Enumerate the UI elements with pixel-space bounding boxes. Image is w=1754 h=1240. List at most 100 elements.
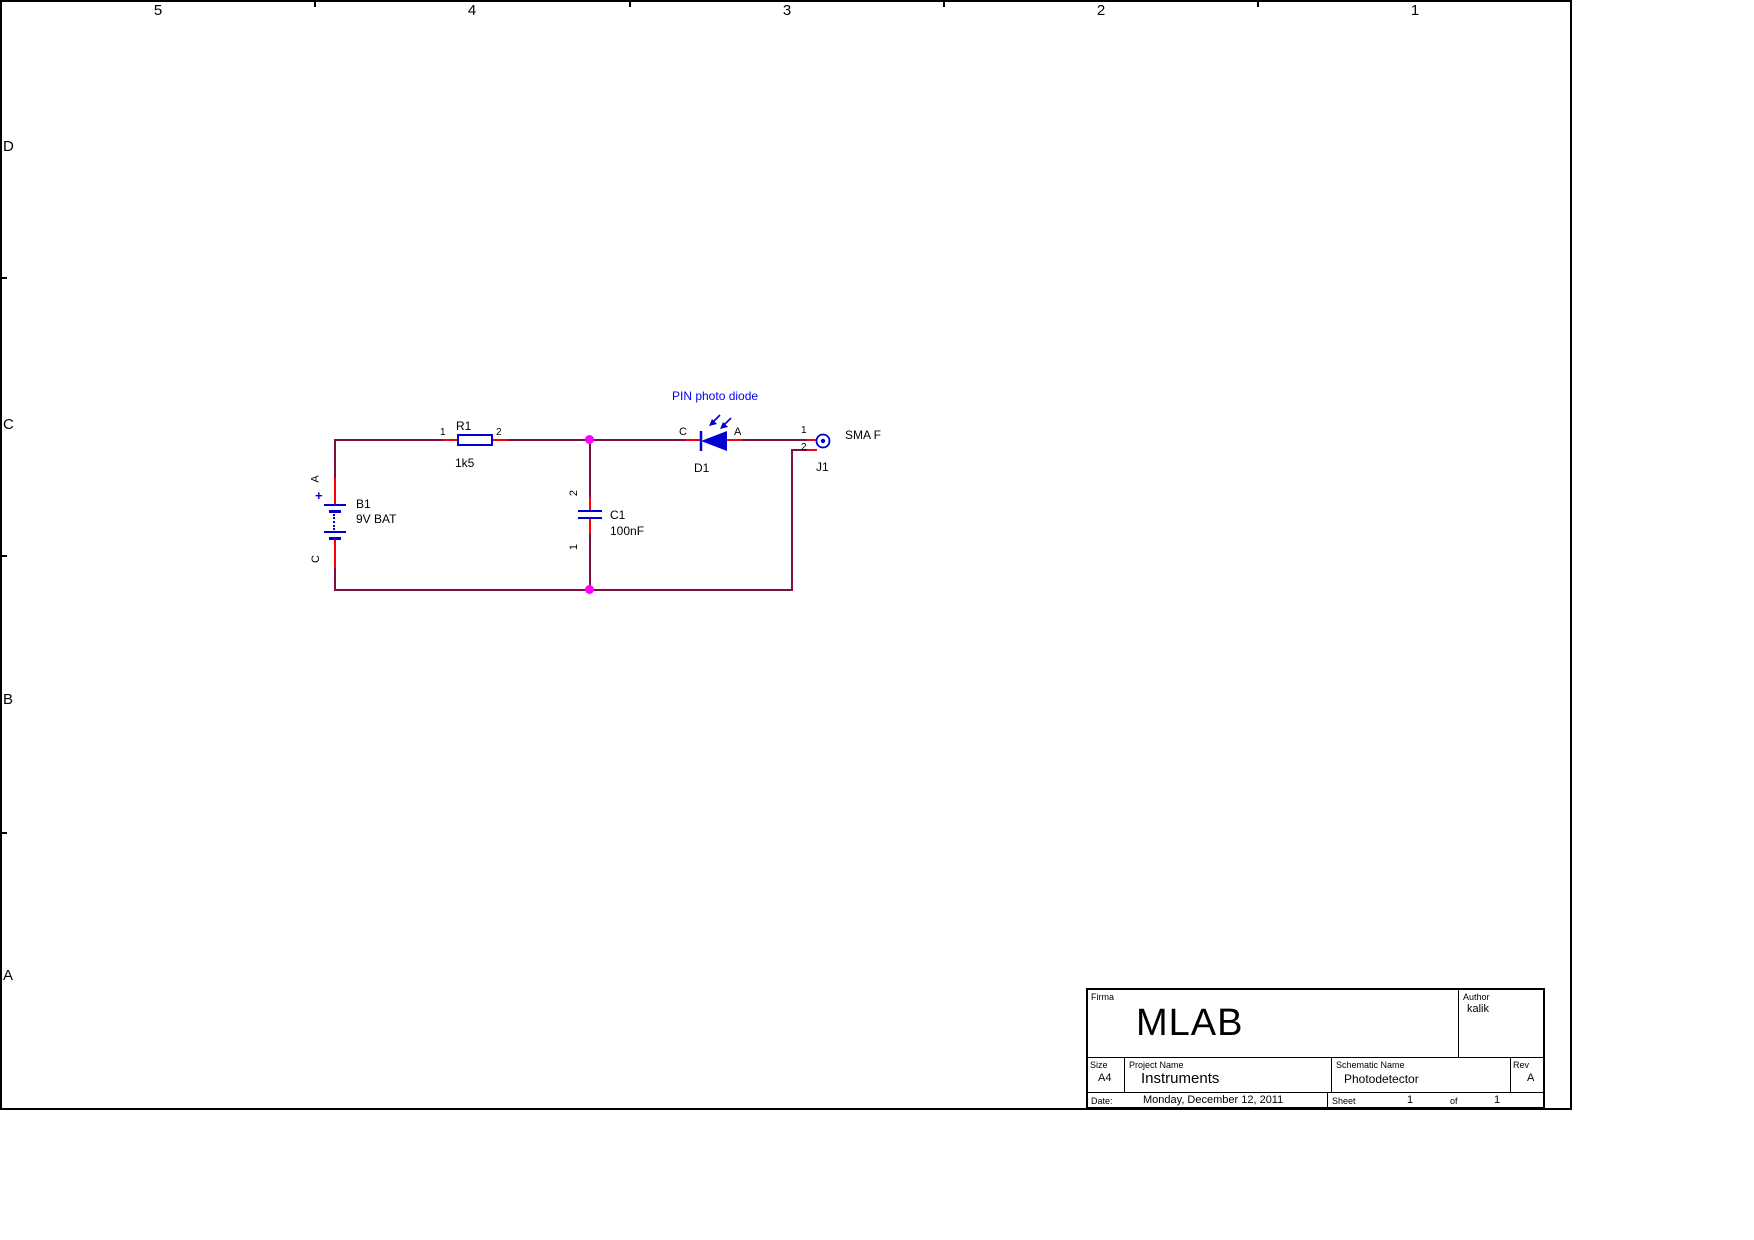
net-junction [585,435,594,444]
wire-segment [334,439,443,441]
battery-plate-long [324,531,346,533]
photodiode-symbol [699,414,732,451]
author-cell: Author kalik [1459,990,1543,1058]
firma-label: Firma [1091,992,1114,1002]
zone-row-b: B [3,691,14,708]
battery-plate-long [324,504,346,506]
capacitor-pin2-number: 2 [568,489,581,497]
zone-col-5: 5 [153,2,163,19]
resistor-pin1-number: 1 [440,427,446,438]
diode-refdes: D1 [694,461,710,475]
schematic-name-label: Schematic Name [1336,1060,1405,1070]
size-cell: Size A4 [1088,1058,1125,1093]
wire-segment [589,534,591,590]
zone-tick [0,832,7,834]
pin-segment [589,497,591,511]
rev-cell: Rev A [1511,1058,1543,1093]
schematic-name-cell: Schematic Name Photodetector [1332,1058,1511,1093]
sheet-label: Sheet [1332,1096,1356,1106]
project-name: Instruments [1141,1070,1220,1087]
zone-col-1: 1 [1410,2,1420,19]
diode-cathode-label: C [679,426,687,438]
battery-pin-c-label: C [309,555,322,563]
diode-anode-label: A [734,426,742,438]
zone-row-d: D [3,138,14,155]
schematic-name: Photodetector [1344,1072,1419,1086]
pin-segment [443,439,457,441]
sheet-cell: Sheet 1 of 1 [1328,1093,1543,1107]
wire-segment [791,449,793,590]
battery-value: 9V BAT [356,512,397,526]
light-arrowhead [709,419,717,426]
pin-segment [727,439,742,441]
zone-tick [0,277,7,279]
connector-value: SMA F [845,428,882,442]
wire-segment [742,439,807,441]
zone-row-c: C [3,416,14,433]
company-name: MLAB [1136,1002,1244,1044]
connector-pin2-number: 2 [801,442,807,453]
connector-center-pin [820,438,826,444]
sheet-border [0,0,1572,1110]
author-name: kalik [1467,1003,1490,1015]
battery-refdes: B1 [356,497,371,511]
zone-tick [1257,0,1259,7]
sma-connector-symbol [815,433,831,449]
connector-refdes: J1 [816,460,829,474]
zone-col-3: 3 [782,2,792,19]
wire-segment [791,449,807,451]
pin-segment [334,540,336,568]
connector-pin1-number: 1 [801,425,807,436]
wire-segment [589,441,591,497]
date-value: Monday, December 12, 2011 [1143,1094,1284,1106]
light-arrowhead [720,422,728,429]
project-cell: Project Name Instruments [1125,1058,1332,1093]
firma-cell: Firma MLAB [1088,990,1459,1058]
capacitor-plate [578,510,602,512]
diode-triangle [701,431,727,451]
wire-segment [334,589,793,591]
zone-tick [943,0,945,7]
net-junction [585,585,594,594]
battery-plate-short [329,510,341,513]
author-label: Author [1463,992,1490,1002]
zone-row-a: A [3,967,14,984]
resistor-value: 1k5 [455,456,475,470]
rev-value: A [1527,1072,1535,1084]
pin-segment [686,439,701,441]
battery-pin-a-label: A [309,475,322,483]
capacitor-refdes: C1 [610,508,626,522]
battery-plus-sign: + [315,488,323,503]
pin-segment [334,478,336,505]
title-block: Firma MLAB Author kalik Size A4 Project … [1086,988,1545,1109]
battery-cell-dots [333,514,335,530]
sheet-of-label: of [1450,1096,1458,1106]
capacitor-pin1-number: 1 [568,543,581,551]
battery-plate-short [329,537,341,540]
project-name-label: Project Name [1129,1060,1184,1070]
zone-tick [0,555,7,557]
pin-segment [493,439,507,441]
pin-segment [807,449,817,451]
pin-segment [807,439,817,441]
zone-tick [314,0,316,7]
resistor-pin2-number: 2 [496,427,502,438]
resistor-body [457,434,493,446]
date-cell: Date: Monday, December 12, 2011 [1088,1093,1328,1107]
sheet-number: 1 [1407,1094,1414,1106]
wire-segment [334,568,336,591]
capacitor-value: 100nF [610,524,645,538]
size-label: Size [1090,1060,1108,1070]
resistor-refdes: R1 [456,419,472,433]
pin-segment [589,519,591,534]
date-label: Date: [1091,1096,1113,1106]
sheet-total: 1 [1494,1094,1501,1106]
sheet-size: A4 [1098,1072,1112,1084]
zone-col-4: 4 [467,2,477,19]
zone-col-2: 2 [1096,2,1106,19]
wire-segment [507,439,686,441]
zone-tick [629,0,631,7]
wire-segment [334,441,336,478]
capacitor-plate [578,517,602,519]
